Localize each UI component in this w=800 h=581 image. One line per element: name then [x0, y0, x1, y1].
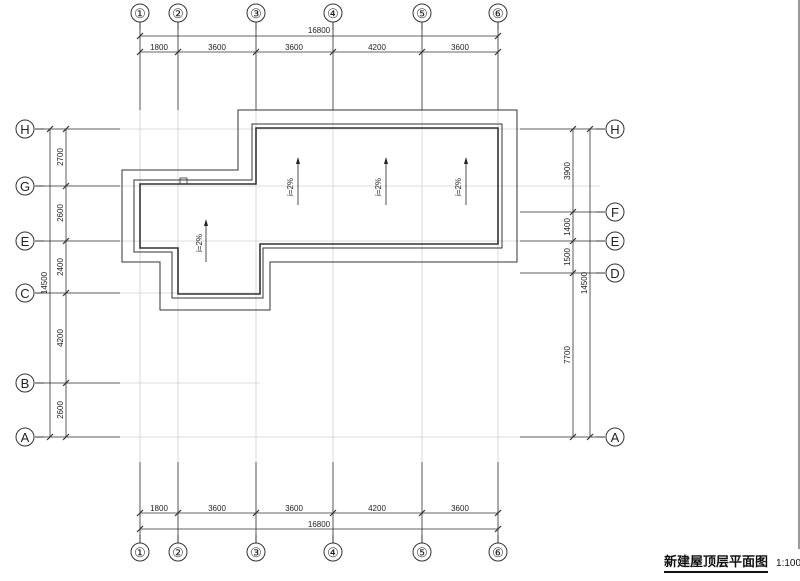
dimension-label: 3600 — [285, 504, 303, 513]
dimension-bottom-total: 16800 — [308, 520, 331, 529]
dimension-label: 3600 — [451, 43, 469, 52]
dimension-label: 2600 — [56, 401, 65, 419]
left-axis-bubbles — [15, 119, 44, 447]
axis-label: A — [611, 430, 620, 445]
dimension-label: 7700 — [563, 346, 572, 364]
slope-label: i=2% — [286, 178, 295, 196]
axis-label: ② — [172, 545, 184, 560]
axis-label: E — [611, 234, 620, 249]
axis-label: ② — [172, 6, 184, 21]
dimension-label: 1500 — [563, 248, 572, 266]
bottom-dimension-lines — [139, 462, 499, 535]
axis-label: ⑤ — [416, 6, 428, 21]
slope-label: i=2% — [374, 178, 383, 196]
grid-lines — [35, 25, 600, 540]
dimension-left-total: 14500 — [40, 271, 49, 294]
dimension-label: 2400 — [56, 258, 65, 276]
bottom-dimension-ticks — [136, 509, 502, 533]
axis-label: D — [610, 266, 619, 281]
axis-label: ⑥ — [492, 545, 504, 560]
dimension-label: 4200 — [368, 504, 386, 513]
drawing-title: 新建屋顶层平面图 — [664, 555, 769, 573]
axis-label: A — [21, 430, 30, 445]
dimension-label: 4200 — [368, 43, 386, 52]
axis-label: G — [20, 179, 30, 194]
axis-label: F — [611, 205, 619, 220]
dimension-label: 3600 — [451, 504, 469, 513]
dimension-top-total: 16800 — [308, 26, 331, 35]
bottom-axis-bubbles — [130, 535, 508, 562]
left-dimension-lines — [44, 128, 120, 438]
dimension-right-total: 14500 — [580, 271, 589, 294]
dimension-label: 2600 — [56, 204, 65, 222]
dimension-label: 1800 — [150, 43, 168, 52]
axis-label: E — [21, 234, 30, 249]
top-dimension-lines — [139, 30, 499, 110]
dimension-label: 4200 — [56, 329, 65, 347]
axis-label: H — [610, 122, 619, 137]
axis-label: B — [21, 376, 30, 391]
top-dimension-ticks — [136, 32, 502, 56]
axis-label: ⑥ — [492, 6, 504, 21]
axis-label: C — [20, 286, 29, 301]
dimension-label: 1400 — [563, 218, 572, 236]
axis-label: ③ — [250, 545, 262, 560]
axis-label: ① — [134, 545, 146, 560]
axis-label: ① — [134, 6, 146, 21]
axis-label: ③ — [250, 6, 262, 21]
left-dimension-ticks — [46, 125, 70, 441]
right-axis-bubbles — [596, 119, 625, 447]
right-dimension-lines — [520, 128, 596, 438]
axis-label: H — [20, 122, 29, 137]
dimension-label: 3900 — [563, 162, 572, 180]
slope-label: i=2% — [195, 234, 204, 252]
title-block: 新建屋顶层平面图 1:100 — [664, 551, 800, 573]
axis-label: ④ — [327, 545, 339, 560]
roof-outline — [121, 109, 518, 311]
slope-arrows — [204, 157, 468, 262]
drawing-scale: 1:100 — [776, 558, 800, 569]
dimension-label: 1800 — [150, 504, 168, 513]
dimension-label: 3600 — [208, 43, 226, 52]
right-dimension-ticks — [569, 125, 594, 441]
dimension-label: 2700 — [56, 148, 65, 166]
top-axis-bubbles — [130, 3, 508, 30]
axis-label: ④ — [327, 6, 339, 21]
dimension-label: 3600 — [285, 43, 303, 52]
dimension-label: 3600 — [208, 504, 226, 513]
slope-label: i=2% — [454, 178, 463, 196]
axis-label: ⑤ — [416, 545, 428, 560]
